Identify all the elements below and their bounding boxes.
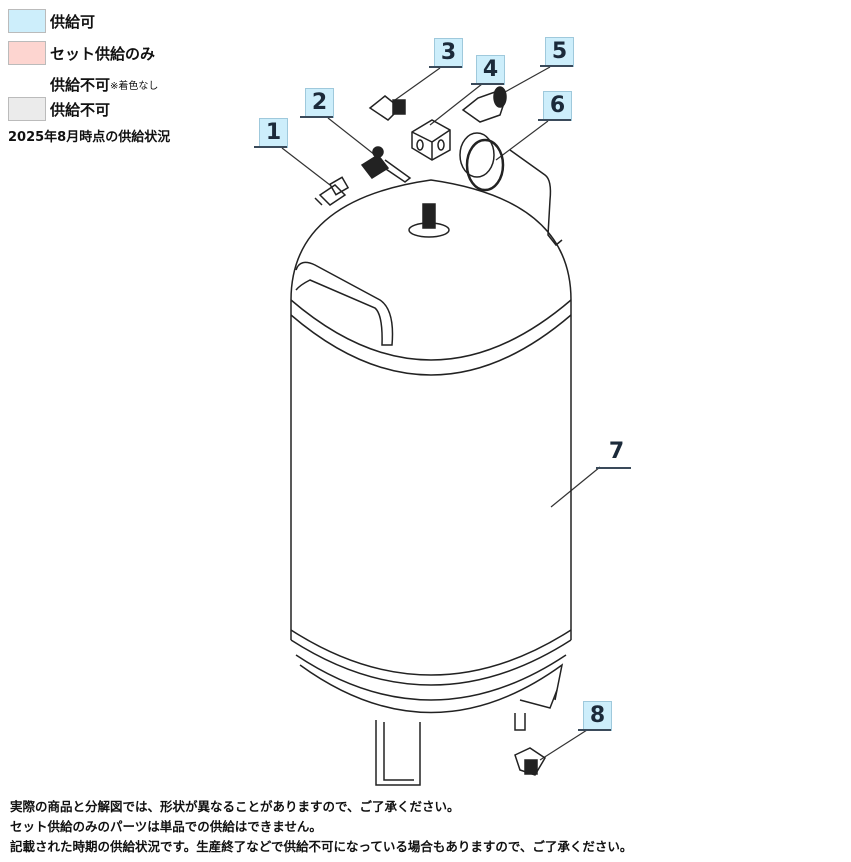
legend-unavailable: 供給不可 (8, 97, 110, 121)
part-1-coupler (314, 176, 350, 206)
legend-label: セット供給のみ (50, 44, 156, 63)
tank (290, 149, 572, 786)
status-date: 2025年8月時点の供給状況 (8, 130, 171, 145)
part-2-valve (360, 146, 412, 183)
legend-note: ※着色なし (110, 80, 159, 92)
callout-8[interactable]: 8 (578, 701, 612, 731)
legend-label: 供給不可 (50, 100, 111, 119)
leader-lines (281, 66, 601, 761)
callout-1[interactable]: 1 (254, 118, 288, 148)
note-line: セット供給のみのパーツは単品での供給はできません。 (10, 819, 322, 834)
callout-4[interactable]: 4 (471, 55, 505, 85)
part-3-elbow (368, 95, 406, 121)
legend-set-only: セット供給のみ (8, 41, 155, 65)
legend-label: 供給不可 (50, 75, 111, 94)
part-5-fitting (461, 86, 507, 123)
note-line: 実際の商品と分解図では、形状が異なることがありますので、ご了承ください。 (10, 799, 460, 814)
legend-unavailable-uncolored: 供給不可 ※着色なし (8, 72, 158, 96)
notes: 実際の商品と分解図では、形状が異なることがありますので、ご了承ください。 セット… (10, 797, 632, 857)
legend-swatch-set-only (8, 41, 46, 65)
part-4-block (411, 119, 451, 161)
legend-label: 供給可 (50, 12, 96, 31)
callout-5[interactable]: 5 (540, 37, 574, 67)
callout-7[interactable]: 7 (596, 438, 631, 469)
legend-available: 供給可 (8, 9, 95, 33)
callout-6[interactable]: 6 (538, 91, 572, 121)
part-6-gauge (459, 132, 505, 192)
callout-2[interactable]: 2 (300, 88, 334, 118)
legend-swatch-available (8, 9, 46, 33)
callout-3[interactable]: 3 (429, 38, 463, 68)
part-8-drain-valve (514, 747, 547, 776)
note-line: 記載された時期の供給状況です。生産終了などで供給不可になっている場合もありますの… (10, 839, 633, 854)
legend-swatch-unavailable (8, 97, 46, 121)
